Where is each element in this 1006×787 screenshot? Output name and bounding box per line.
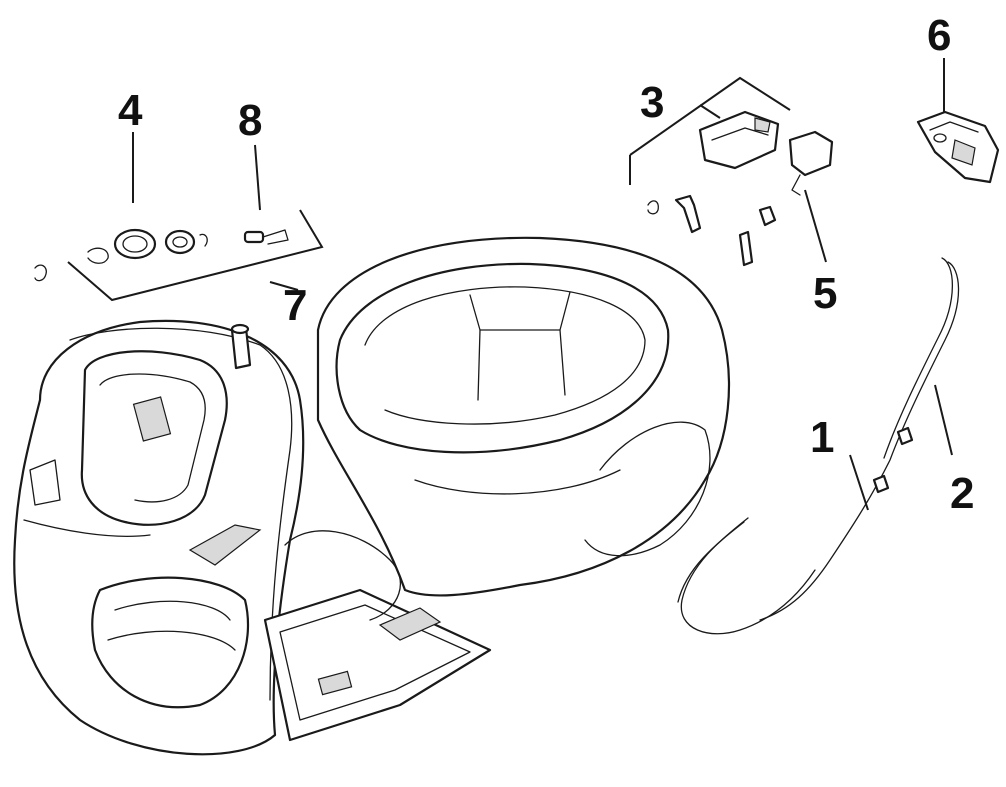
part-3-5-group <box>629 76 834 267</box>
part-6-bracket <box>916 58 1000 184</box>
callout-7: 7 <box>283 281 307 330</box>
callout-8: 8 <box>238 96 262 145</box>
callout-3: 3 <box>640 78 664 127</box>
part-1-2-cables <box>677 257 960 635</box>
callout-1: 1 <box>810 413 834 462</box>
callout-2: 2 <box>950 469 974 518</box>
callout-4: 4 <box>118 86 143 135</box>
part-4-8-group <box>34 132 324 302</box>
scooter-body <box>13 236 730 756</box>
callout-5: 5 <box>813 269 837 318</box>
callout-6: 6 <box>927 11 951 60</box>
